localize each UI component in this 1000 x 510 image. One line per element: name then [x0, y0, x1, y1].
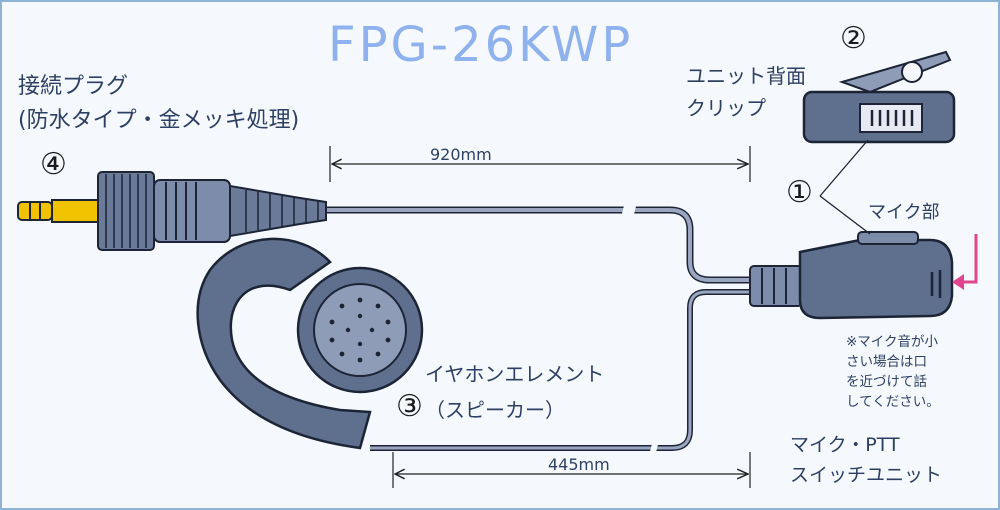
earphone-icon [196, 237, 424, 450]
dimension-920-label: 920mm [430, 145, 492, 164]
product-title: FPG-26KWP [328, 17, 634, 73]
cable-920 [321, 199, 764, 284]
dimension-920-line [329, 146, 751, 182]
callout-number-2: ② [840, 21, 867, 56]
ptt-unit-icon [749, 231, 954, 320]
callout-number-1: ① [786, 175, 813, 210]
plug-icon [17, 171, 327, 251]
plug-label: 接続プラグ (防水タイプ・金メッキ処理) [18, 74, 300, 133]
callout-number-3: ③ [396, 389, 423, 424]
clip-icon [802, 50, 956, 144]
cable-445 [370, 289, 760, 457]
mic-direction-arrow-icon [952, 234, 978, 290]
mic-label: マイク部 [868, 202, 940, 223]
ptt-unit-label: マイク・PTT スイッチユニット [790, 434, 943, 486]
earphone-label: イヤホンエレメント （スピーカー） [425, 362, 605, 422]
mic-note: ※マイク音が小 さい場合は口 を近づけて話 してください。 [846, 334, 940, 410]
clip-label: ユニット背面 クリップ [686, 64, 806, 120]
dimension-445-line [392, 452, 751, 488]
callout-number-4: ④ [40, 147, 67, 182]
callout-leader-1 [819, 139, 871, 235]
dimension-445-label: 445mm [548, 455, 610, 474]
